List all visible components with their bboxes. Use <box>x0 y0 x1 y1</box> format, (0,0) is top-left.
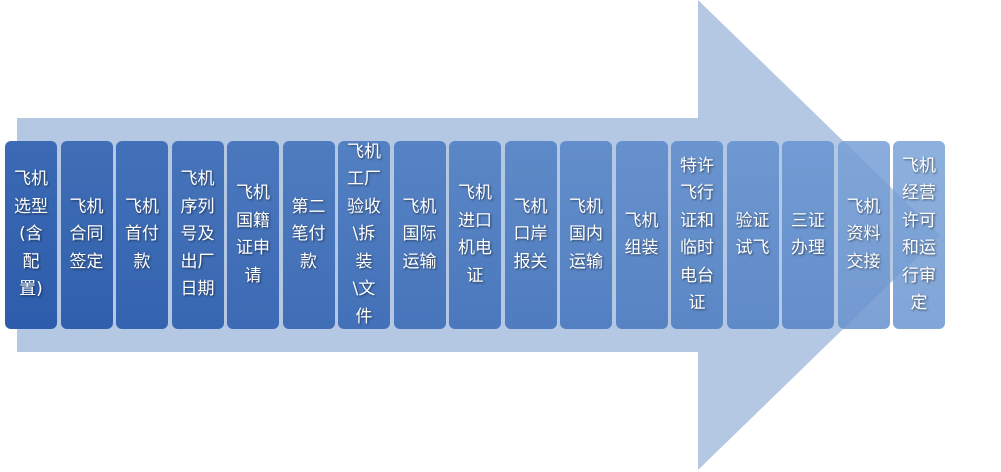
process-step: 飞机工厂验收\拆装\文件 <box>338 141 390 329</box>
process-step: 飞机资料交接 <box>837 141 890 329</box>
process-step: 飞机国籍证申请 <box>227 141 279 329</box>
process-step: 飞机序列号及出厂日期 <box>171 141 224 329</box>
process-step: 第二笔付款 <box>282 141 335 329</box>
step-label: 飞机国内运输 <box>569 196 603 272</box>
process-step: 飞机组装 <box>615 141 668 329</box>
step-label: 飞机序列号及出厂日期 <box>180 169 215 300</box>
process-step: 飞机经营许可和运行审定 <box>893 141 945 329</box>
process-step: 飞机进口机电证 <box>449 141 501 329</box>
step-label: 飞机口岸报关 <box>513 196 548 272</box>
process-step: 特许飞行证和临时电台证 <box>671 141 723 329</box>
process-step: 飞机首付款 <box>116 141 168 329</box>
process-step: 飞机国际运输 <box>393 141 446 329</box>
step-label: 飞机组装 <box>624 210 659 259</box>
process-step: 三证办理 <box>782 141 834 329</box>
process-step: 验证试飞 <box>726 141 779 329</box>
step-label: 飞机经营许可和运行审定 <box>902 155 936 314</box>
step-label: 飞机资料交接 <box>846 196 881 272</box>
step-label: 特许飞行证和临时电台证 <box>680 155 714 314</box>
step-label: 飞机选型(含配置) <box>14 169 48 300</box>
step-label: 飞机合同签定 <box>69 196 104 272</box>
step-label: 飞机首付款 <box>125 196 159 272</box>
process-step: 飞机合同签定 <box>60 141 113 329</box>
step-label: 验证试飞 <box>735 210 770 259</box>
step-label: 飞机国际运输 <box>402 196 437 272</box>
step-label: 第二笔付款 <box>291 196 326 272</box>
process-step: 飞机国内运输 <box>560 141 612 329</box>
process-step: 飞机口岸报关 <box>504 141 557 329</box>
step-label: 三证办理 <box>791 210 825 259</box>
process-step: 飞机选型(含配置) <box>5 141 57 329</box>
step-label: 飞机国籍证申请 <box>236 183 270 286</box>
step-label: 飞机进口机电证 <box>458 183 492 286</box>
step-label: 飞机工厂验收\拆装\文件 <box>347 141 381 327</box>
